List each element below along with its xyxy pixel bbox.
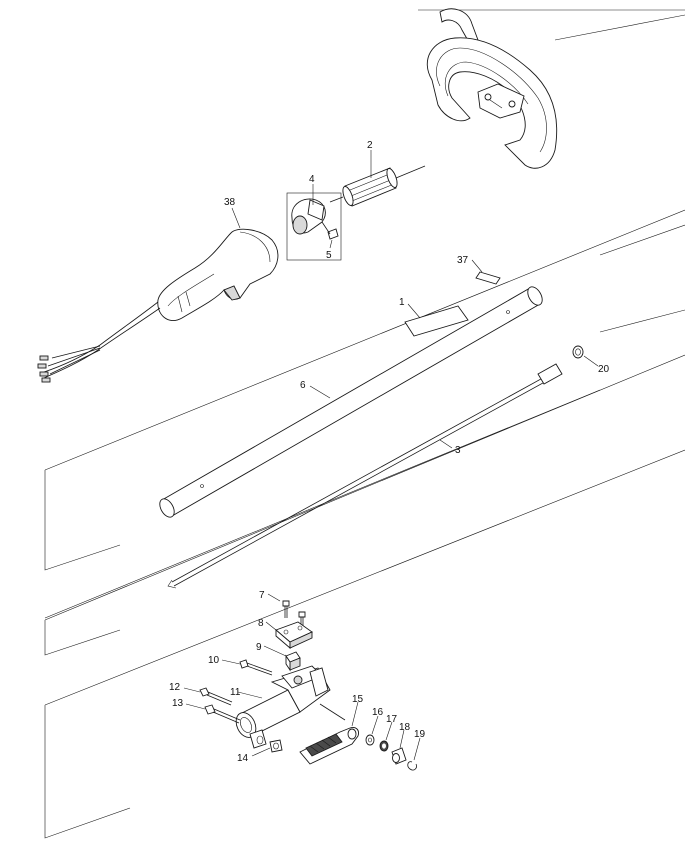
callout-17: 17 xyxy=(386,714,398,725)
part-37-tag xyxy=(475,271,501,285)
panel-bottom xyxy=(44,389,685,839)
part-14-nut xyxy=(269,739,283,753)
panel-diagonal-top xyxy=(44,209,685,471)
part-4-clamp-box xyxy=(286,192,342,261)
part-13-bolt xyxy=(204,704,241,724)
callout-13: 13 xyxy=(172,698,184,709)
callout-38: 38 xyxy=(224,197,236,208)
panel-middle xyxy=(44,224,685,656)
callout-37: 37 xyxy=(457,255,469,266)
loop-handle xyxy=(426,8,558,169)
part-15-lever xyxy=(299,727,359,765)
callout-labels: 2 4 5 38 37 1 20 6 3 7 8 9 10 11 12 13 1… xyxy=(169,140,610,764)
part-12-bolt xyxy=(199,687,233,706)
part-38-throttle-handle xyxy=(37,228,279,383)
leader-lines xyxy=(183,150,599,761)
panel-outlines xyxy=(44,9,685,839)
callout-20: 20 xyxy=(598,364,610,375)
part-1-decal xyxy=(404,305,469,337)
callout-15: 15 xyxy=(352,694,364,705)
part-9-nut xyxy=(285,651,301,672)
callout-11: 11 xyxy=(230,687,241,698)
part-16-washer xyxy=(365,734,375,746)
part-11-housing xyxy=(235,665,346,749)
callout-19: 19 xyxy=(414,729,426,740)
callout-16: 16 xyxy=(372,707,384,718)
callout-12: 12 xyxy=(169,682,181,693)
callout-9: 9 xyxy=(256,642,262,653)
part-19-clip xyxy=(407,761,417,771)
part-17-ring xyxy=(379,740,389,752)
part-2-grip xyxy=(329,165,426,207)
part-7-screws xyxy=(282,600,306,628)
callout-5: 5 xyxy=(326,250,332,261)
part-18-bushing xyxy=(391,747,407,765)
part-6-main-tube xyxy=(159,286,543,518)
callout-1: 1 xyxy=(399,297,405,308)
callout-8: 8 xyxy=(258,618,264,629)
part-20-ring xyxy=(572,345,584,359)
part-3-drive-shaft xyxy=(167,363,563,589)
callout-2: 2 xyxy=(367,140,373,151)
callout-3: 3 xyxy=(455,445,461,456)
callout-7: 7 xyxy=(259,590,265,601)
panel-top xyxy=(44,9,685,571)
callout-6: 6 xyxy=(300,380,306,391)
callout-4: 4 xyxy=(309,174,315,185)
part-8-clamp-block xyxy=(275,621,313,649)
callout-14: 14 xyxy=(237,753,249,764)
callout-18: 18 xyxy=(399,722,411,733)
callout-10: 10 xyxy=(208,655,220,666)
part-10-bolt xyxy=(239,659,273,676)
